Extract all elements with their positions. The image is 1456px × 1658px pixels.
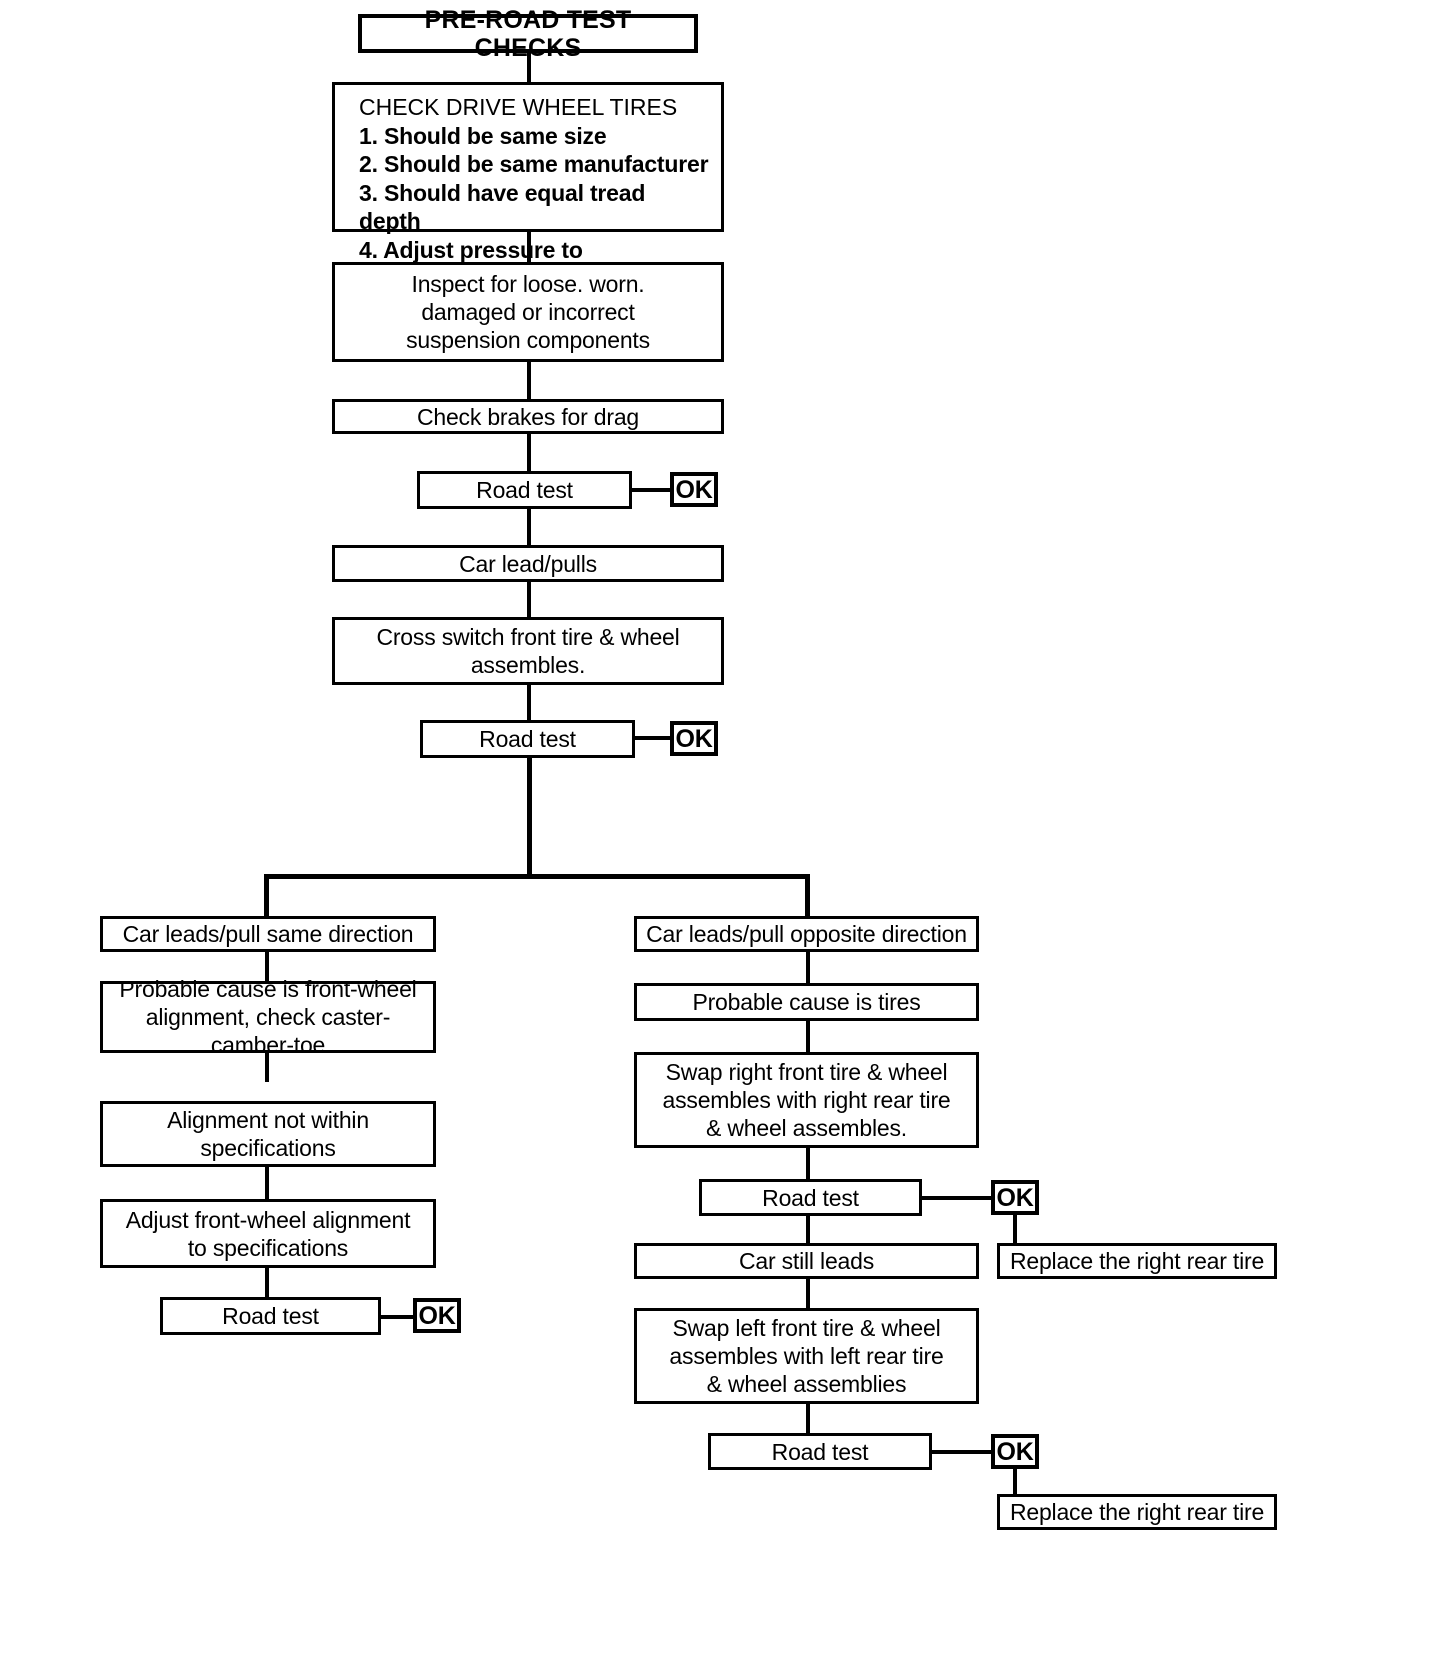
connector-right-roadtest1-to-ok — [922, 1196, 992, 1200]
check-tires-item-2: 2. Should be same manufacturer — [359, 151, 709, 177]
check-tires-item-1: 1. Should be same size — [359, 122, 607, 149]
node-left-branch-header: Car leads/pull same direction — [100, 916, 436, 952]
node-right-probable-cause: Probable cause is tires — [634, 983, 979, 1021]
node-left-alignment-not-within: Alignment not within specifications — [100, 1101, 436, 1167]
node-left-probable-cause: Probable cause is front-wheel alignment,… — [100, 976, 436, 1058]
node-right-swap-right: Swap right front tire & wheel assembles … — [634, 1052, 979, 1148]
node-right-road-test-1: Road test — [699, 1179, 922, 1216]
connector-right-cause-to-swap — [806, 1020, 810, 1052]
connector-right-roadtest1-to-stillleads — [806, 1215, 810, 1244]
node-right-road-test-2: Road test — [708, 1433, 932, 1470]
connector-right-ok1-to-replace — [1013, 1213, 1017, 1244]
node-cross-switch: Cross switch front tire & wheel assemble… — [332, 617, 724, 685]
node-right-branch-header: Car leads/pull opposite direction — [634, 916, 979, 952]
node-ok-2: OK — [670, 721, 718, 756]
node-car-lead-pulls: Car lead/pulls — [332, 545, 724, 582]
node-inspect-suspension: Inspect for loose. worn. damaged or inco… — [332, 262, 724, 362]
connector-title-to-tires — [527, 50, 531, 84]
connector-right-swapleft-to-roadtest2 — [806, 1404, 810, 1433]
connector-split-right-drop — [805, 874, 810, 921]
node-right-car-still-leads: Car still leads — [634, 1243, 979, 1279]
node-ok-1: OK — [670, 472, 718, 507]
connector-carlead-to-cross — [527, 581, 531, 617]
connector-left-align-to-adjust — [265, 1166, 269, 1199]
connector-left-cause-to-align — [265, 1052, 269, 1082]
connector-cross-to-roadtest2 — [527, 683, 531, 720]
connector-tires-to-inspect — [527, 230, 531, 262]
connector-split-bar — [264, 874, 809, 879]
check-tires-item-3: 3. Should have equal tread depth — [359, 179, 646, 235]
node-right-replace-2: Replace the right rear tire — [997, 1494, 1277, 1530]
connector-right-swap-to-roadtest1 — [806, 1147, 810, 1179]
connector-roadtest2-to-split — [527, 757, 532, 877]
connector-left-header-to-cause — [265, 951, 269, 981]
node-check-brakes: Check brakes for drag — [332, 399, 724, 434]
node-left-road-test: Road test — [160, 1297, 381, 1335]
node-title: PRE-ROAD TEST CHECKS — [358, 6, 698, 62]
connector-right-roadtest2-to-ok — [932, 1450, 992, 1454]
node-left-ok: OK — [413, 1298, 461, 1333]
node-road-test-1: Road test — [417, 471, 632, 509]
node-right-replace-1: Replace the right rear tire — [997, 1243, 1277, 1279]
connector-right-ok2-to-replace — [1013, 1468, 1017, 1496]
node-right-ok-2: OK — [991, 1434, 1039, 1469]
connector-roadtest2-to-ok — [635, 736, 670, 740]
connector-right-stillleads-to-swapleft — [806, 1276, 810, 1308]
node-check-drive-wheel-tires: CHECK DRIVE WHEEL TIRES 1. Should be sam… — [332, 82, 724, 291]
node-road-test-2: Road test — [420, 720, 635, 758]
node-right-swap-left: Swap left front tire & wheel assembles w… — [634, 1308, 979, 1404]
connector-inspect-to-brakes — [527, 361, 531, 399]
node-right-ok-1: OK — [991, 1180, 1039, 1215]
connector-roadtest1-to-ok — [632, 488, 670, 492]
connector-left-adjust-to-roadtest — [265, 1268, 269, 1299]
node-left-adjust-alignment: Adjust front-wheel alignment to specific… — [100, 1199, 436, 1268]
connector-left-roadtest-to-ok — [381, 1315, 413, 1319]
connector-roadtest1-to-carlead — [527, 508, 531, 545]
check-tires-header: CHECK DRIVE WHEEL TIRES — [359, 94, 678, 120]
connector-brakes-to-roadtest1 — [527, 433, 531, 471]
connector-split-left-drop — [264, 874, 269, 921]
connector-right-header-to-cause — [806, 951, 810, 983]
